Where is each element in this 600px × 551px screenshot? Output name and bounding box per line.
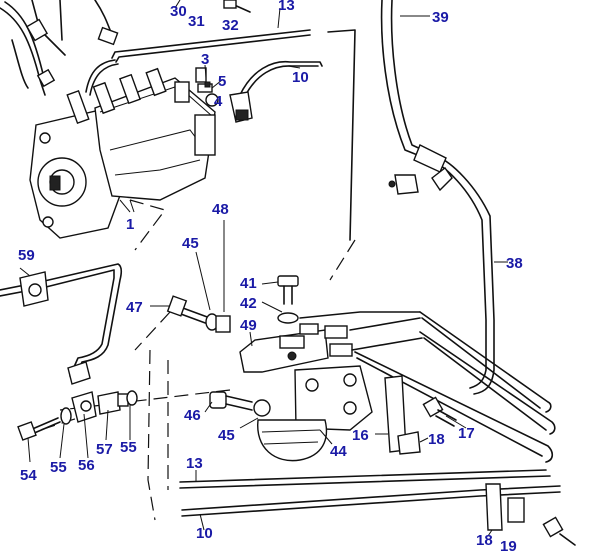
parts-46-45 [209,391,271,417]
label-30: 30 [170,3,187,20]
leader-lines [19,0,508,537]
parts-16-17-18 [384,375,457,455]
injection-pump [29,67,216,239]
connector-block-49 [239,311,556,463]
label-4: 4 [214,93,223,110]
fittings-3-4-5 [195,67,219,107]
pipe-39-38 [380,0,495,395]
label-46: 46 [184,407,201,424]
label-13-bottom: 13 [186,455,203,472]
pipes-13-10-top [85,29,323,123]
label-49: 49 [240,317,257,334]
label-48: 48 [212,201,229,218]
label-44: 44 [330,443,347,460]
parts-54-57 [17,390,138,441]
label-39: 39 [432,9,449,26]
label-31: 31 [188,13,205,30]
label-32: 32 [222,17,239,34]
label-13-top: 13 [278,0,295,14]
label-47: 47 [126,299,143,316]
label-57: 57 [96,441,113,458]
label-56: 56 [78,457,95,474]
label-1: 1 [126,216,134,233]
label-18-bottom: 18 [476,532,493,549]
label-45-bottom: 45 [218,427,235,444]
label-54: 54 [20,467,37,484]
label-41: 41 [240,275,257,292]
label-42: 42 [240,295,257,312]
pipe-59 [0,263,123,385]
label-18-mid: 18 [428,431,445,448]
filter-bracket-44 [257,365,373,462]
label-17: 17 [458,425,475,442]
parts-18-19-bottom [485,483,576,546]
label-55-left: 55 [50,459,67,476]
label-38: 38 [506,255,523,272]
label-55-right: 55 [120,439,137,456]
label-3: 3 [201,51,209,68]
label-59: 59 [18,247,35,264]
label-10-bottom: 10 [196,525,213,542]
label-5: 5 [218,73,226,90]
parts-45-47-48 [166,220,231,333]
label-45-top: 45 [182,235,199,252]
callout-labels: 1 3 4 5 10 10 13 13 16 17 18 18 19 30 31… [18,0,523,551]
label-10-top: 10 [292,69,309,86]
label-16: 16 [352,427,369,444]
label-19: 19 [500,538,517,551]
parts-41-42 [277,275,299,324]
injector-pipes-top [0,0,251,96]
pipes-13-10-bottom [179,469,561,517]
